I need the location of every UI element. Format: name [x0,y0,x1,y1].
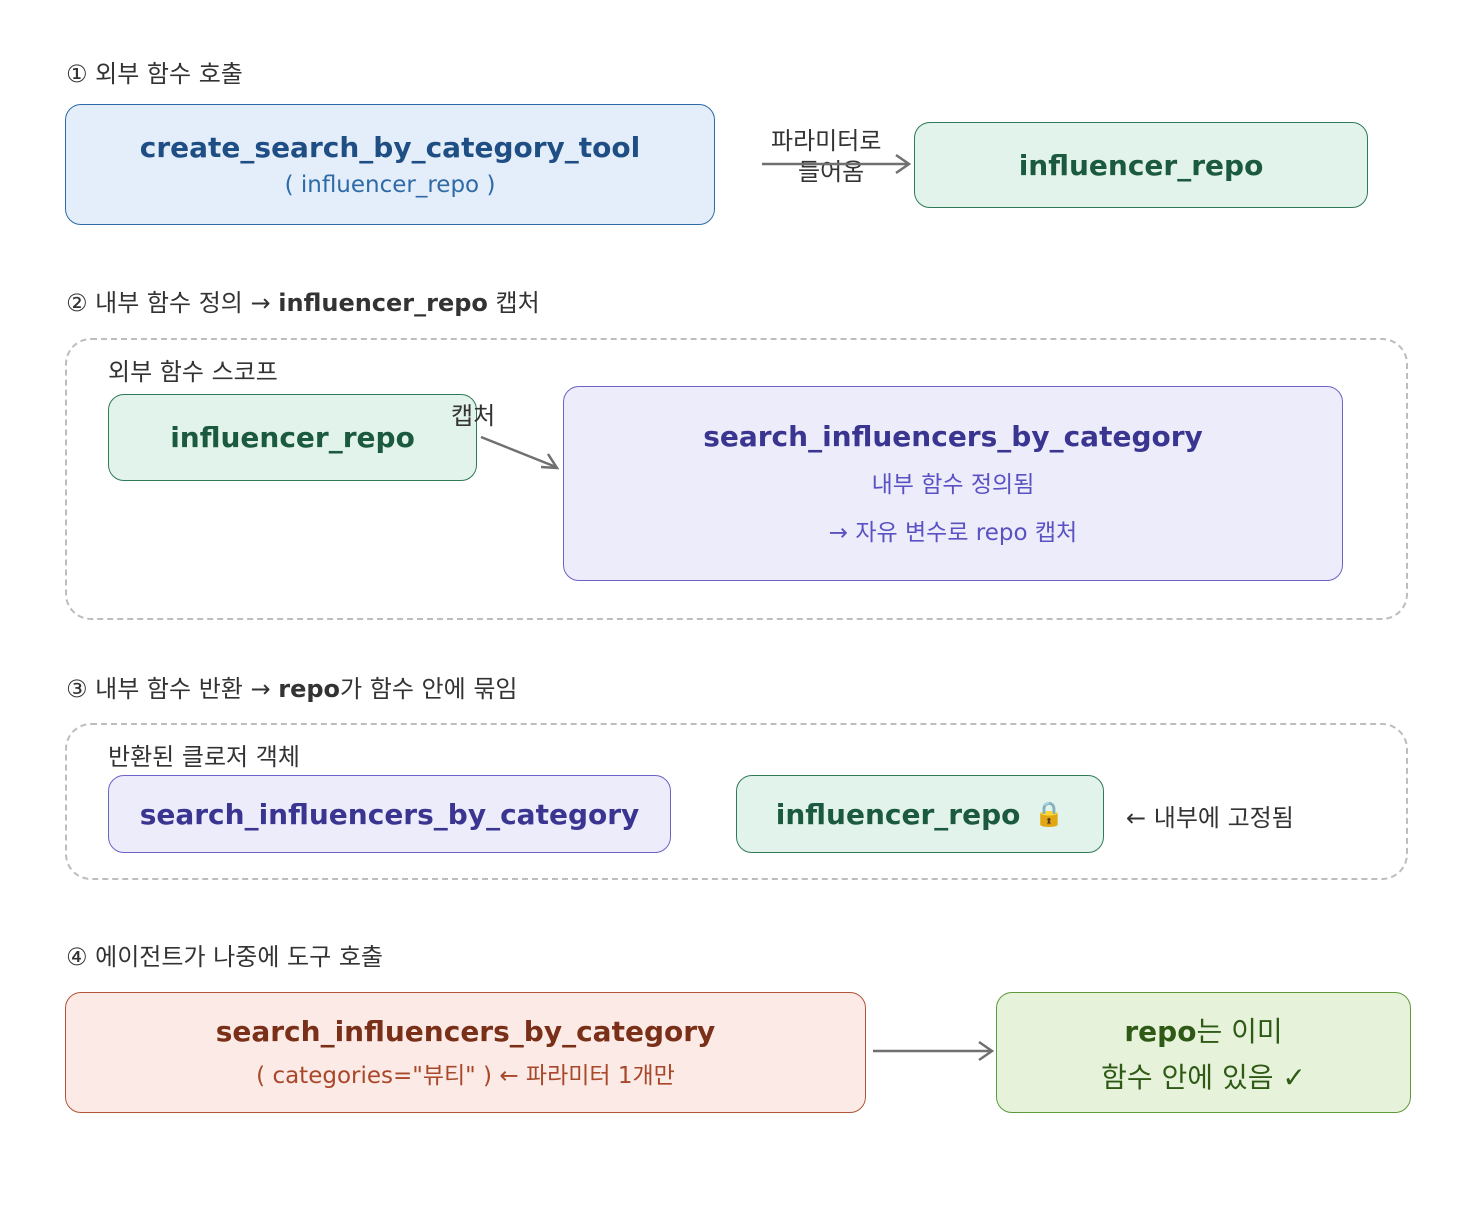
inner-function-defined: 내부 함수 정의됨 [871,472,1035,498]
closure-function-box: search_influencers_by_category [108,775,671,853]
step3-title: ③ 내부 함수 반환 → repo가 함수 안에 묶임 [66,669,517,704]
step3-title-suffix: 가 함수 안에 묶임 [340,675,518,703]
param-arrow-label-line2: 들어옴 [798,158,865,186]
closure-function-name: search_influencers_by_category [139,797,640,831]
step2-title: ② 내부 함수 정의 → influencer_repo 캡처 [66,283,540,318]
step4-title: ④ 에이전트가 나중에 도구 호출 [66,943,383,971]
capture-label: 캡처 [451,402,496,430]
step2-title-suffix: 캡처 [487,289,540,317]
result-box: repo는 이미 함수 안에 있음 ✓ [996,992,1411,1113]
agent-call-box: search_influencers_by_category ( categor… [65,992,866,1113]
fixed-label: ← 내부에 고정됨 [1126,804,1294,832]
agent-call-param: ( categories="뷰티" ) ← 파라미터 1개만 [256,1063,675,1089]
repo-box-step1: influencer_repo [914,122,1368,208]
capture-arrow [480,435,560,470]
param-arrow-label-line1: 파라미터로 [771,127,882,155]
outer-scope-container [65,338,1408,620]
step2-title-bold: influencer_repo [278,289,488,317]
agent-call-function-name: search_influencers_by_category [215,1015,716,1048]
repo-name: influencer_repo [1018,148,1264,182]
outer-function-name: create_search_by_category_tool [139,131,641,164]
inner-function-name: search_influencers_by_category [703,420,1203,453]
closure-object-container [65,723,1408,880]
result-line2: 함수 안에 있음 ✓ [1101,1060,1306,1094]
step3-title-prefix: ③ 내부 함수 반환 → [66,675,279,703]
repo-name: influencer_repo [170,421,415,454]
outer-function-param: ( influencer_repo ) [284,172,496,198]
lock-icon: 🔒 [1034,800,1065,828]
step1-title: ① 외부 함수 호출 [66,60,243,88]
result-bold: repo [1124,1014,1197,1048]
repo-box-step2: influencer_repo [108,394,477,481]
inner-function-box: search_influencers_by_category 내부 함수 정의됨… [563,386,1343,581]
outer-function-box: create_search_by_category_tool ( influen… [65,104,715,225]
step3-title-bold: repo [278,675,341,703]
result-line1: repo는 이미 [1124,1010,1282,1050]
result-line1-suffix: 는 이미 [1196,1014,1283,1048]
closure-object-label: 반환된 클로저 객체 [108,743,300,771]
repo-name: influencer_repo [775,797,1021,831]
outer-scope-label: 외부 함수 스코프 [108,358,278,386]
repo-box-step3: influencer_repo 🔒 [736,775,1104,853]
param-arrow [762,153,912,175]
call-arrow [873,1040,995,1062]
inner-function-capture: → 자유 변수로 repo 캡처 [828,520,1078,546]
step2-title-prefix: ② 내부 함수 정의 → [66,289,279,317]
